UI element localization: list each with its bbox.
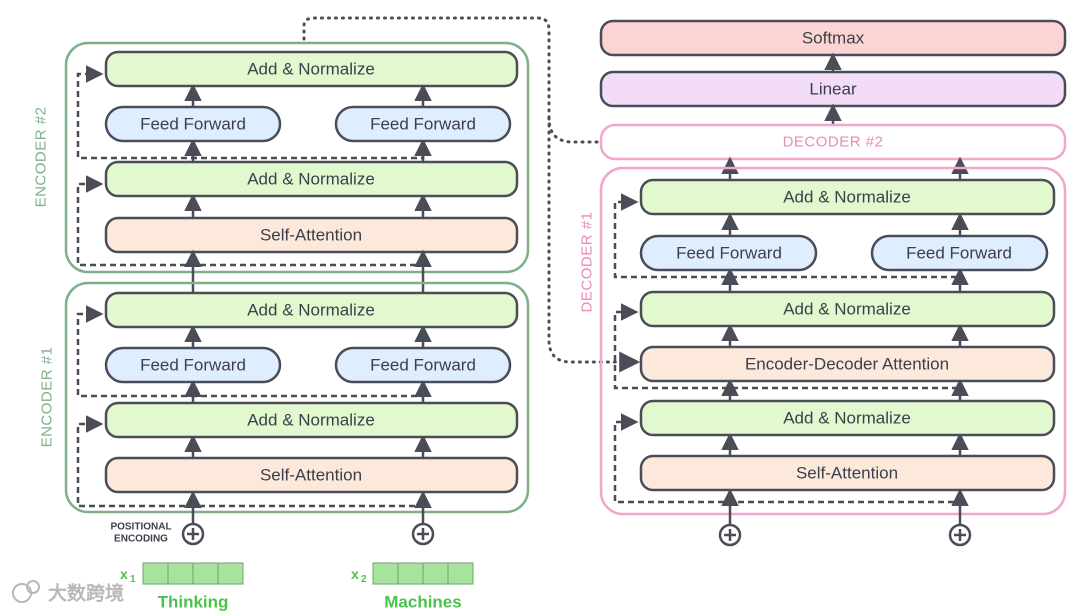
layer-label: Add & Normalize (247, 60, 375, 79)
positional-encoding-add-icon (718, 523, 742, 547)
input-subscript: 2 (361, 574, 367, 585)
layer-label: Add & Normalize (783, 188, 911, 207)
decoder-1: DECODER #1 Add & Normalize Feed Forward (579, 166, 1067, 516)
layer-label: Add & Normalize (783, 300, 911, 319)
self-attention-layer: Self-Attention (104, 216, 519, 254)
softmax-layer: Softmax (599, 19, 1067, 57)
decoder-2-label: DECODER #2 (783, 134, 884, 151)
residual-connection (193, 392, 425, 398)
layer-label: Feed Forward (370, 356, 476, 375)
add-normalize-layer: Add & Normalize (104, 291, 519, 329)
input-symbol: x (120, 566, 128, 582)
encoder-1-label: ENCODER #1 (39, 347, 56, 448)
positional-encoding-label: POSITIONAL (110, 522, 171, 533)
self-attention-layer: Self-Attention (104, 456, 519, 494)
decoder-2: DECODER #2 (599, 123, 1067, 161)
layer-label: Self-Attention (260, 226, 362, 245)
encoder-output-connection (302, 16, 641, 153)
feed-forward-layer: Feed Forward (104, 346, 282, 384)
layer-label: Add & Normalize (783, 409, 911, 428)
encoder-1-frame (64, 281, 530, 514)
input-subscript: 1 (130, 574, 136, 585)
input-word: Thinking (158, 593, 229, 612)
layer-label: Add & Normalize (247, 170, 375, 189)
input-symbol: x (351, 566, 359, 582)
residual-connection (193, 262, 425, 267)
add-normalize-layer: Add & Normalize (104, 50, 519, 88)
encoder-decoder-attention-layer: Encoder-Decoder Attention (639, 345, 1056, 383)
feed-forward-layer: Feed Forward (104, 105, 282, 143)
encoder-1: ENCODER #1 Add & Normalize Feed Forward … (39, 281, 530, 514)
add-normalize-layer: Add & Normalize (104, 401, 519, 439)
watermark-logo-icon (12, 583, 32, 603)
positional-encoding-label: ENCODING (114, 534, 168, 545)
layer-label: Add & Normalize (247, 301, 375, 320)
feed-forward-layer: Feed Forward (334, 346, 512, 384)
residual-connection (193, 154, 425, 160)
feed-forward-layer: Feed Forward (639, 234, 818, 272)
watermark: 大数跨境 (12, 580, 124, 605)
layer-label: Feed Forward (370, 115, 476, 134)
layer-label: Feed Forward (906, 244, 1012, 263)
layer-label: Feed Forward (140, 356, 246, 375)
add-normalize-layer: Add & Normalize (639, 178, 1056, 216)
decoder-1-frame (599, 166, 1067, 516)
residual-connection (730, 498, 962, 504)
layer-label: Self-Attention (260, 466, 362, 485)
layer-label: Feed Forward (676, 244, 782, 263)
encoder-2-frame (64, 41, 530, 274)
embedding-vector (372, 562, 474, 585)
encoder-2: ENCODER #2 Add & Normalize Feed Forward … (33, 41, 530, 274)
input-x1: x 1 Thinking (120, 562, 244, 612)
self-attention-layer: Self-Attention (639, 454, 1056, 492)
positional-encoding-add-icon (411, 522, 435, 546)
layer-label: Feed Forward (140, 115, 246, 134)
layer-label: Softmax (802, 29, 865, 48)
decoder-1-label: DECODER #1 (579, 212, 596, 313)
positional-encoding-add-icon (948, 523, 972, 547)
add-normalize-layer: Add & Normalize (639, 399, 1056, 437)
input-x2: x 2 Machines (351, 562, 474, 612)
encoder-output-connection (547, 116, 641, 373)
embedding-vector (142, 562, 244, 585)
feed-forward-layer: Feed Forward (870, 234, 1049, 272)
watermark-text: 大数跨境 (48, 582, 124, 605)
add-normalize-layer: Add & Normalize (104, 160, 519, 198)
input-word: Machines (384, 593, 461, 612)
layer-label: Linear (809, 80, 857, 99)
layer-label: Self-Attention (796, 464, 898, 483)
positional-encoding-add-icon (181, 522, 205, 546)
encoder-2-label: ENCODER #2 (33, 107, 50, 208)
add-normalize-layer: Add & Normalize (639, 290, 1056, 328)
layer-label: Add & Normalize (247, 411, 375, 430)
layer-label: Encoder-Decoder Attention (745, 355, 949, 374)
linear-layer: Linear (599, 70, 1067, 108)
watermark-logo-icon (26, 580, 40, 594)
feed-forward-layer: Feed Forward (334, 105, 512, 143)
residual-connection (193, 504, 425, 508)
